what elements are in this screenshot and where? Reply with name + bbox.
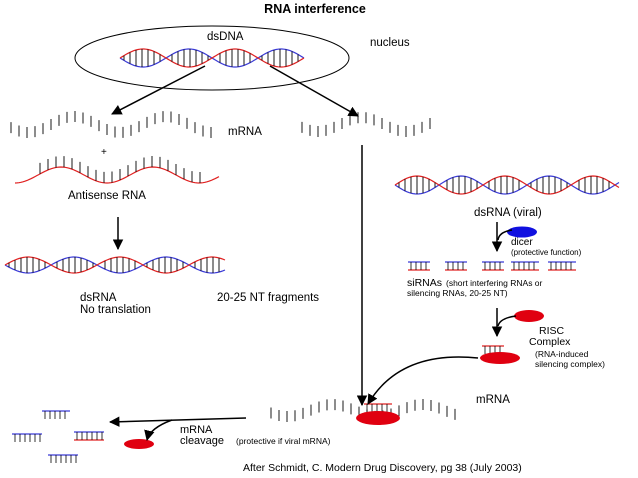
sirnas-note-line1: (short interfering RNAs or [446, 278, 543, 288]
target-mrna-strand [265, 399, 465, 411]
arrow-cleavage [108, 416, 247, 427]
plus-sign: + [101, 147, 107, 158]
arrow-complex-to-mrna [367, 356, 479, 405]
diagram-title: RNA interference [264, 2, 366, 16]
right-mrna-strand [296, 123, 438, 137]
fragments-label: 20-25 NT fragments [217, 292, 319, 304]
nucleus-label: nucleus [370, 37, 410, 49]
risc-enzyme [514, 310, 544, 322]
sirnas-note-line2: silencing RNAs, 20-25 NT) [407, 288, 508, 298]
sirnas-label: siRNAs [407, 277, 442, 289]
risc-note-line1: (RNA-induced [535, 349, 589, 359]
risc-sirna-complex [480, 352, 520, 364]
dsdna-strand-b [119, 48, 305, 68]
arrow-cleavage-curve [144, 419, 173, 442]
complex-label: Complex [529, 336, 571, 348]
arrow-dicer-curve [497, 229, 513, 241]
arrow-to-left-mrna [111, 65, 206, 115]
antisense-rna-label: Antisense RNA [68, 190, 146, 202]
risc-after-cleavage [124, 439, 154, 449]
mrna-label-bottom: mRNA [476, 394, 510, 406]
no-translation-label: No translation [80, 304, 151, 316]
left-dsrna-strand-a [4, 256, 226, 274]
risc-note-line2: silencing complex) [535, 359, 605, 369]
nucleus-ellipse [74, 25, 350, 91]
dsrna-viral-label: dsRNA (viral) [474, 207, 542, 219]
cleavage-mrna-label: mRNA [180, 424, 213, 436]
dicer-note: (protective function) [511, 248, 582, 257]
antisense-rna-strand [14, 166, 220, 184]
dsdna-label: dsDNA [207, 31, 244, 43]
arrow-to-right-mrna [269, 65, 359, 117]
mrna-label-top: mRNA [228, 126, 262, 138]
risc-on-mrna [356, 411, 400, 425]
cleavage-note: (protective if viral mRNA) [236, 436, 331, 446]
cleavage-label: cleavage [180, 435, 224, 447]
arrow-risc-curve [497, 315, 517, 327]
dicer-enzyme [507, 226, 537, 238]
dicer-label: dicer [511, 237, 533, 248]
left-dsrna-strand-b [4, 256, 226, 274]
risc-label: RISC [539, 325, 565, 337]
citation: After Schmidt, C. Modern Drug Discovery,… [243, 462, 522, 474]
left-mrna-strand [5, 122, 217, 138]
dsrna-left-label: dsRNA [80, 292, 117, 304]
